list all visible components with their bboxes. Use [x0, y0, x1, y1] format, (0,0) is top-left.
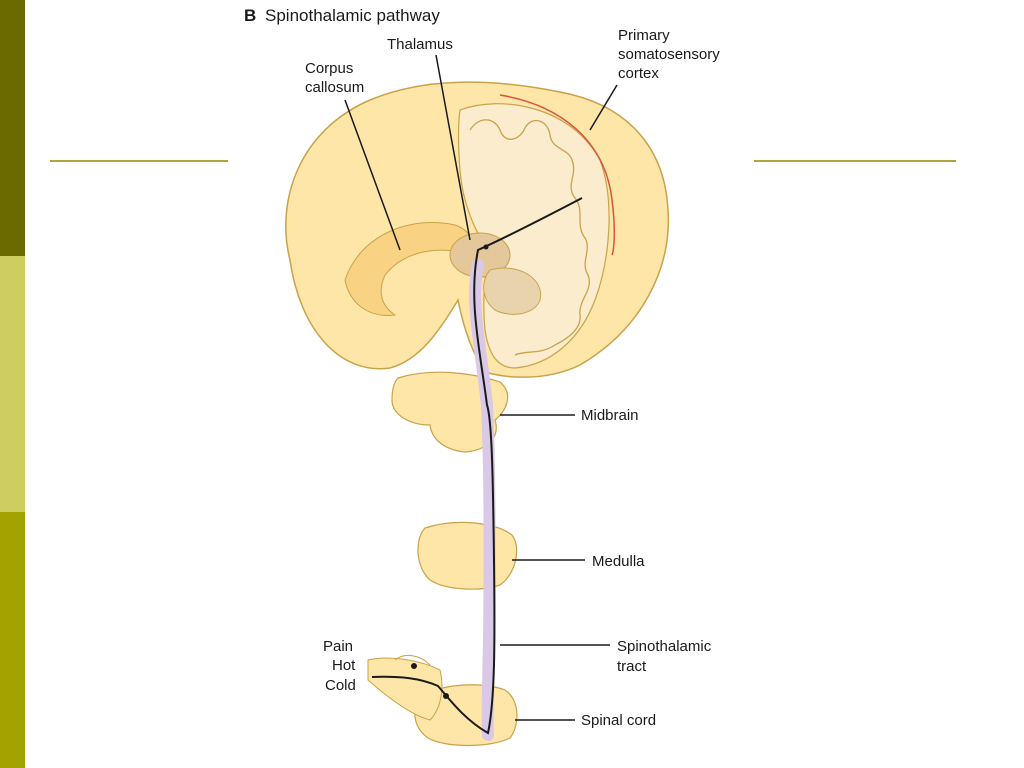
corpus-callosum-shape [344, 221, 474, 316]
sidebar-top-segment [0, 0, 25, 256]
figure-title: Spinothalamic pathway [265, 6, 440, 25]
label-primary-line3: cortex [618, 65, 659, 82]
label-medulla: Medulla [592, 553, 645, 570]
leader-lines [344, 54, 618, 721]
cortex-gyri [469, 119, 590, 356]
label-thalamus: Thalamus [387, 36, 453, 53]
label-pain: Pain [323, 638, 353, 655]
label-corpus-callosum-line2: callosum [305, 79, 364, 96]
label-midbrain: Midbrain [581, 407, 639, 424]
label-primary-line1: Primary [618, 27, 670, 44]
medulla-section [417, 521, 518, 590]
sidebar-bottom-segment [0, 512, 25, 768]
neuron-pathway [371, 197, 583, 735]
label-primary-line2: somatosensory [618, 46, 720, 63]
left-rule [50, 160, 228, 162]
label-cold: Cold [325, 677, 356, 694]
neuron-body-dorsal-root [411, 663, 417, 669]
label-tract-line2: tract [617, 658, 647, 675]
label-hot: Hot [332, 657, 356, 674]
cortex-red-line [499, 94, 616, 256]
label-corpus-callosum-line1: Corpus [305, 60, 353, 77]
internal-capsule [483, 267, 542, 315]
label-tract-line1: Spinothalamic [617, 638, 712, 655]
neuron-body-spinal [443, 693, 449, 699]
sidebar-middle-segment [0, 256, 25, 512]
title-letter: B [244, 6, 256, 25]
label-spinal-cord: Spinal cord [581, 712, 656, 729]
right-rule [754, 160, 956, 162]
neuron-body-thalamus [483, 244, 489, 250]
brain [285, 81, 670, 378]
